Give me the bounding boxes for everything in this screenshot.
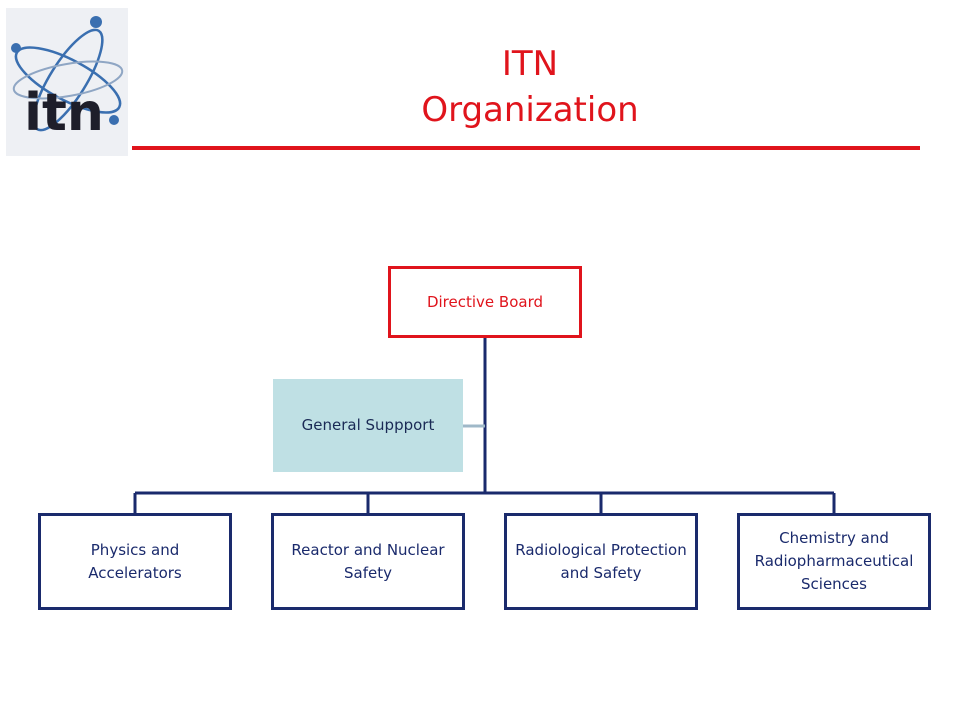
atom-logo-icon: itn: [11, 16, 124, 143]
page-title-line2: Organization: [421, 90, 639, 130]
logo-wordmark: itn: [24, 83, 104, 143]
page-title-line1: ITN: [501, 44, 559, 84]
node-chemistry-radiopharma: Chemistry and Radiopharmaceutical Scienc…: [737, 513, 931, 610]
node-physics-accelerators: Physics and Accelerators: [38, 513, 232, 610]
node-unit-label: Physics and Accelerators: [88, 540, 182, 582]
itn-logo: itn: [6, 8, 128, 156]
node-general-support: General Suppport: [273, 379, 463, 472]
title-underline: [132, 146, 920, 150]
node-unit-label: Chemistry and Radiopharmaceutical Scienc…: [754, 529, 914, 593]
node-general-support-label: General Suppport: [301, 416, 435, 434]
node-radiological-protection: Radiological Protection and Safety: [504, 513, 698, 610]
node-directive-board-label: Directive Board: [426, 292, 544, 311]
node-reactor-nuclear-safety: Reactor and Nuclear Safety: [271, 513, 465, 610]
node-unit-label: Reactor and Nuclear Safety: [291, 540, 445, 582]
node-unit-label: Radiological Protection and Safety: [515, 540, 687, 582]
node-directive-board: Directive Board: [388, 266, 582, 338]
